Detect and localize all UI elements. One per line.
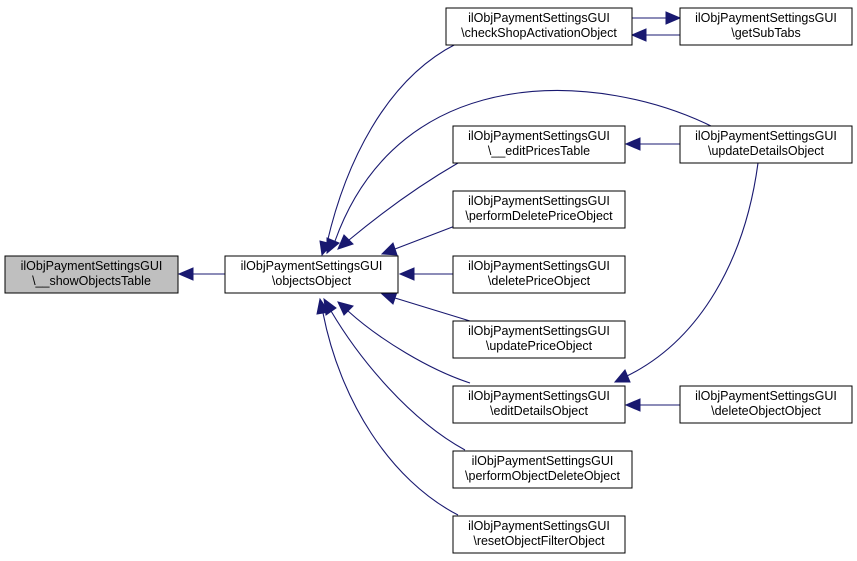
node-class-label: ilObjPaymentSettingsGUI <box>695 129 837 143</box>
node-objects-object[interactable]: ilObjPaymentSettingsGUI \objectsObject <box>224 255 399 294</box>
edge-edit-details-to-objects <box>337 301 471 384</box>
edge-check-shop-to-get-sub-tabs <box>631 11 682 25</box>
node-method-label: \editDetailsObject <box>490 404 588 418</box>
node-update-details[interactable]: ilObjPaymentSettingsGUI \updateDetailsOb… <box>679 125 853 164</box>
node-class-label: ilObjPaymentSettingsGUI <box>468 129 610 143</box>
node-class-label: ilObjPaymentSettingsGUI <box>695 11 837 25</box>
node-perform-delete-price[interactable]: ilObjPaymentSettingsGUI \performDeletePr… <box>452 190 626 229</box>
node-method-label: \resetObjectFilterObject <box>473 534 605 548</box>
node-delete-object[interactable]: ilObjPaymentSettingsGUI \deleteObjectObj… <box>679 385 853 424</box>
edge-update-price-to-objects <box>380 291 471 322</box>
node-box <box>445 7 633 46</box>
node-method-label: \objectsObject <box>272 274 352 288</box>
node-class-label: ilObjPaymentSettingsGUI <box>472 454 614 468</box>
node-method-label: \performDeletePriceObject <box>465 209 613 223</box>
node-box <box>452 255 626 294</box>
node-method-label: \performObjectDeleteObject <box>465 469 620 483</box>
node-class-label: ilObjPaymentSettingsGUI <box>241 259 383 273</box>
edge-update-details-to-edit-details <box>613 162 759 383</box>
node-class-label: ilObjPaymentSettingsGUI <box>468 194 610 208</box>
edge-get-sub-tabs-to-check-shop <box>630 28 680 42</box>
node-class-label: ilObjPaymentSettingsGUI <box>468 324 610 338</box>
nodes: ilObjPaymentSettingsGUI \__showObjectsTa… <box>4 7 853 554</box>
node-edit-details[interactable]: ilObjPaymentSettingsGUI \editDetailsObje… <box>452 385 626 424</box>
edge-update-details-to-objects <box>326 89 716 255</box>
node-box <box>452 190 626 229</box>
edge-reset-filter-to-objects <box>316 297 459 516</box>
node-method-label: \__showObjectsTable <box>32 274 151 288</box>
node-method-label: \getSubTabs <box>731 26 801 40</box>
node-box <box>452 450 633 489</box>
node-class-label: ilObjPaymentSettingsGUI <box>21 259 163 273</box>
edge-delete-object-to-edit-details <box>624 398 680 412</box>
edge-edit-prices-to-objects <box>337 162 459 250</box>
node-show-objects-table[interactable]: ilObjPaymentSettingsGUI \__showObjectsTa… <box>4 255 179 294</box>
node-method-label: \deleteObjectObject <box>711 404 821 418</box>
node-method-label: \updateDetailsObject <box>708 144 825 158</box>
node-method-label: \updatePriceObject <box>486 339 593 353</box>
node-method-label: \__editPricesTable <box>488 144 590 158</box>
edge-delete-price-to-objects <box>398 267 454 281</box>
node-class-label: ilObjPaymentSettingsGUI <box>695 389 837 403</box>
node-get-sub-tabs[interactable]: ilObjPaymentSettingsGUI \getSubTabs <box>679 7 853 46</box>
node-method-label: \deletePriceObject <box>488 274 591 288</box>
node-reset-object-filter[interactable]: ilObjPaymentSettingsGUI \resetObjectFilt… <box>452 515 626 554</box>
edge-objects-to-show-table <box>177 267 225 281</box>
node-box <box>679 125 853 164</box>
node-box <box>452 385 626 424</box>
node-box <box>4 255 179 294</box>
edge-check-shop-to-objects <box>319 43 457 257</box>
node-box <box>452 515 626 554</box>
node-update-price[interactable]: ilObjPaymentSettingsGUI \updatePriceObje… <box>452 320 626 359</box>
node-box <box>224 255 399 294</box>
node-method-label: \checkShopActivationObject <box>461 26 617 40</box>
edge-perform-delete-price-to-objects <box>380 225 456 256</box>
node-class-label: ilObjPaymentSettingsGUI <box>468 389 610 403</box>
node-class-label: ilObjPaymentSettingsGUI <box>468 259 610 273</box>
edge-perform-object-delete-to-objects <box>323 297 466 451</box>
node-edit-prices-table[interactable]: ilObjPaymentSettingsGUI \__editPricesTab… <box>452 125 626 164</box>
node-check-shop-activation[interactable]: ilObjPaymentSettingsGUI \checkShopActiva… <box>445 7 633 46</box>
node-class-label: ilObjPaymentSettingsGUI <box>468 519 610 533</box>
edge-update-details-to-edit-prices <box>624 137 680 151</box>
node-box <box>452 125 626 164</box>
edges <box>177 11 759 516</box>
node-perform-object-delete[interactable]: ilObjPaymentSettingsGUI \performObjectDe… <box>452 450 633 489</box>
node-box <box>679 7 853 46</box>
node-box <box>679 385 853 424</box>
node-class-label: ilObjPaymentSettingsGUI <box>468 11 610 25</box>
node-delete-price[interactable]: ilObjPaymentSettingsGUI \deletePriceObje… <box>452 255 626 294</box>
node-box <box>452 320 626 359</box>
